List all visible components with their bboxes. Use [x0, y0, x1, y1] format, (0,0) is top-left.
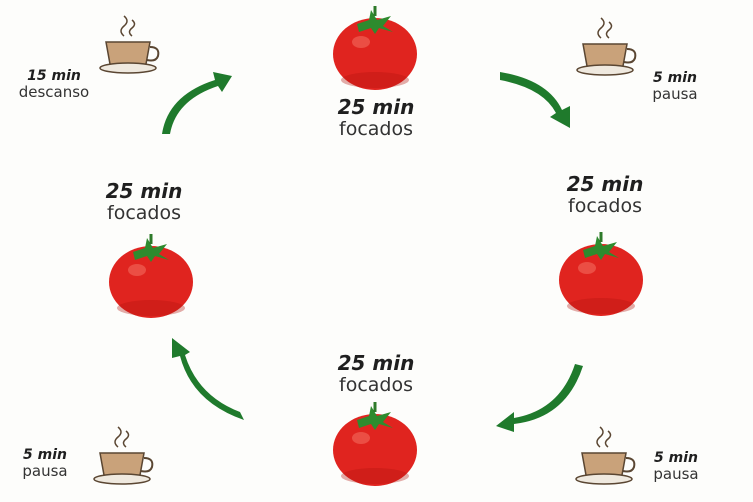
coffee-cup-icon-top-left	[99, 15, 160, 74]
duration-text: 25 min	[105, 179, 183, 203]
tomato-icon-left	[109, 234, 193, 318]
activity-text: pausa	[22, 462, 68, 481]
duration-text: 25 min	[337, 351, 415, 375]
activity-text: descanso	[18, 83, 90, 102]
step-label-focus-top: 25 min focados	[318, 96, 434, 141]
curved-arrow-icon-top-right	[500, 72, 570, 128]
duration-text: 15 min	[27, 68, 81, 84]
curved-arrow-icon-bottom-right	[496, 364, 583, 432]
step-label-pause-top-right: 5 min pausa	[636, 70, 714, 103]
activity-text: focados	[568, 195, 642, 217]
curved-arrow-icon-top-left	[162, 72, 232, 134]
coffee-cup-icon-bottom-left	[93, 426, 154, 485]
duration-text: 25 min	[337, 95, 415, 119]
coffee-cup-icon-bottom-right	[575, 426, 636, 485]
step-label-focus-right: 25 min focados	[545, 173, 665, 218]
tomato-icon-top	[333, 6, 417, 90]
duration-text: 5 min	[653, 70, 697, 86]
tomato-icon-bottom	[333, 402, 417, 486]
duration-text: 25 min	[566, 172, 644, 196]
duration-text: 5 min	[23, 447, 67, 463]
step-label-pause-bottom-right: 5 min pausa	[638, 450, 714, 483]
step-label-long-break: 15 min descanso	[6, 68, 102, 101]
activity-text: focados	[339, 118, 413, 140]
duration-text: 5 min	[654, 450, 698, 466]
activity-text: pausa	[652, 85, 698, 104]
step-label-focus-bottom: 25 min focados	[318, 352, 434, 397]
activity-text: pausa	[653, 465, 699, 484]
activity-text: focados	[339, 374, 413, 396]
curved-arrow-icon-bottom-left	[172, 338, 244, 420]
step-label-pause-bottom-left: 5 min pausa	[12, 447, 78, 480]
step-label-focus-left: 25 min focados	[84, 180, 204, 225]
activity-text: focados	[107, 202, 181, 224]
coffee-cup-icon-top-right	[576, 17, 637, 76]
tomato-icon-right	[559, 232, 643, 316]
